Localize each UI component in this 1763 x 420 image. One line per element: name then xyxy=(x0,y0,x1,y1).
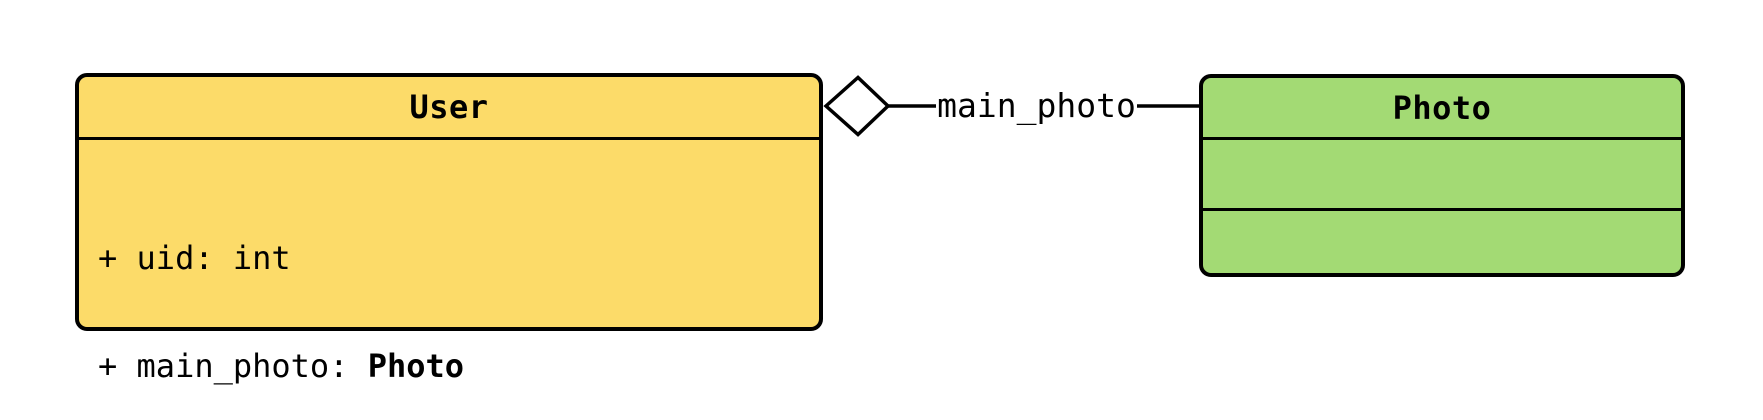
class-box-photo: Photo xyxy=(1199,74,1685,277)
relationship-label: main_photo xyxy=(937,86,1136,125)
class-box-user: User + uid: int + main_photo: Photo + __… xyxy=(75,73,823,384)
class-methods-photo xyxy=(1203,208,1681,273)
attribute-main-photo-prefix: + main_photo: xyxy=(98,347,368,385)
class-attributes-photo xyxy=(1203,137,1681,208)
aggregation-connector xyxy=(823,75,1200,137)
class-attributes-user: + uid: int + main_photo: Photo xyxy=(79,137,819,420)
class-title-photo: Photo xyxy=(1392,88,1492,127)
attribute-uid: + uid: int xyxy=(98,239,291,277)
class-title-user: User xyxy=(409,88,489,126)
attribute-main-photo-type: Photo xyxy=(367,347,465,385)
aggregation-diamond-icon xyxy=(823,75,891,137)
attribute-main-photo: + main_photo: Photo xyxy=(98,348,800,384)
